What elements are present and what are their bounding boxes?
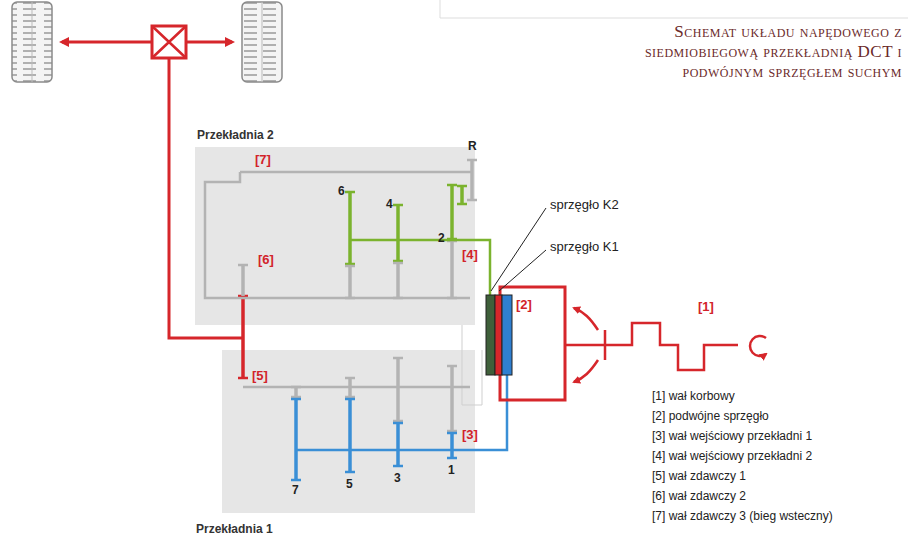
gear: [348, 378, 352, 397]
gear-tick: [291, 387, 301, 397]
leader-line: [499, 250, 546, 291]
leader-line: [491, 208, 546, 291]
gear-tick: [457, 186, 467, 204]
shaft-7: [240, 171, 472, 174]
wheel: [12, 2, 52, 82]
key-entry: [5] wał zdawczy 1: [652, 470, 746, 484]
panel-heading: Przekładnia 1: [196, 522, 273, 536]
panel-channel: [462, 325, 482, 405]
gear: [294, 387, 298, 397]
gear-tick: [238, 296, 248, 378]
clutch-housing: [500, 287, 565, 400]
force-arrow: [574, 308, 598, 330]
callout-number: [7]: [255, 153, 271, 168]
gearbox-1-gears: [291, 358, 457, 480]
rotation-arrow: [750, 336, 766, 356]
callout-number: [6]: [258, 253, 274, 268]
gear: [450, 241, 454, 298]
gear-number: 7: [292, 484, 299, 498]
gear: [396, 263, 400, 298]
callout-number: [2]: [516, 298, 532, 313]
gear: [396, 358, 400, 421]
force-arrow: [574, 360, 598, 382]
key-entry: [7] wał zdawczy 3 (bieg wsteczny): [652, 510, 833, 524]
gear-tick: [393, 358, 403, 421]
differential: [152, 26, 186, 58]
clutch-k2: [486, 295, 495, 375]
callout-number: [3]: [462, 428, 478, 443]
gear-tick: [393, 423, 403, 466]
gear-tick: [345, 378, 355, 397]
callout-number: [1]: [698, 300, 714, 315]
shaft-3: [296, 375, 507, 450]
shaft-6: [205, 172, 470, 298]
clutch-k1: [502, 295, 512, 375]
key-entry: [2] podwójne sprzęgło: [652, 410, 769, 424]
gearbox-2-gears: [345, 160, 477, 298]
gear: [450, 366, 454, 431]
panel-heading: Przekładnia 2: [197, 128, 274, 142]
gearbox-panel: Przekładnia 2: [195, 147, 475, 325]
key-entry: [4] wał wejściowy przekładni 2: [652, 450, 812, 464]
gear-number: 3: [394, 472, 401, 486]
gear-number: 5: [346, 478, 353, 492]
gear-tick: [238, 264, 248, 267]
gear-tick: [447, 185, 457, 239]
part-label: sprzęgło K2: [550, 198, 619, 213]
gear-number: 6: [338, 185, 345, 199]
gear: [470, 160, 474, 200]
gear: [241, 265, 245, 296]
gear-number: R: [468, 140, 477, 154]
gear: [450, 185, 454, 239]
gear: [348, 192, 352, 264]
gear-tick: [467, 160, 477, 200]
axle: [62, 41, 152, 44]
gear-tick: [345, 192, 355, 264]
gearbox-2-panel: [195, 147, 475, 325]
key-entry: [6] wał zdawczy 2: [652, 490, 746, 504]
gear-number: 2: [438, 232, 445, 246]
gear: [294, 399, 298, 480]
diagram-title: Schemat układu napędowego z siedmiobiego…: [562, 22, 902, 82]
gear: [396, 423, 400, 466]
gear-tick: [291, 399, 301, 480]
gear: [396, 205, 400, 261]
gear-tick: [345, 399, 355, 472]
shaft-4: [350, 240, 490, 295]
gear-tick: [447, 433, 457, 458]
gearbox-1-panel: [222, 350, 475, 513]
gear-number: 4: [386, 198, 393, 212]
shaft-5: [243, 386, 470, 389]
callout-number: [5]: [252, 369, 268, 384]
callout-number: [4]: [462, 248, 478, 263]
output-gear: [241, 296, 245, 378]
key-entry: [3] wał wejściowy przekładni 1: [652, 430, 812, 444]
gear-tick: [447, 241, 457, 298]
gear-tick: [345, 266, 355, 298]
wheel-groove: [262, 2, 263, 82]
gear-tick: [393, 263, 403, 298]
gear: [348, 266, 352, 298]
gear: [348, 399, 352, 472]
gear-number: 1: [448, 464, 455, 478]
wheel: [242, 2, 282, 82]
axle: [186, 41, 232, 44]
differential-cross: [152, 26, 186, 58]
part-label: sprzęgło K1: [550, 240, 619, 255]
gear-tick: [393, 205, 403, 261]
frame-line: [440, 0, 908, 18]
gear: [460, 186, 464, 204]
clutch-plate: [495, 295, 502, 375]
gear: [450, 433, 454, 458]
key-entry: [1] wał korbowy: [652, 390, 735, 404]
gear-tick: [447, 366, 457, 431]
crankshaft: [565, 323, 738, 370]
wheel-groove: [32, 2, 33, 82]
